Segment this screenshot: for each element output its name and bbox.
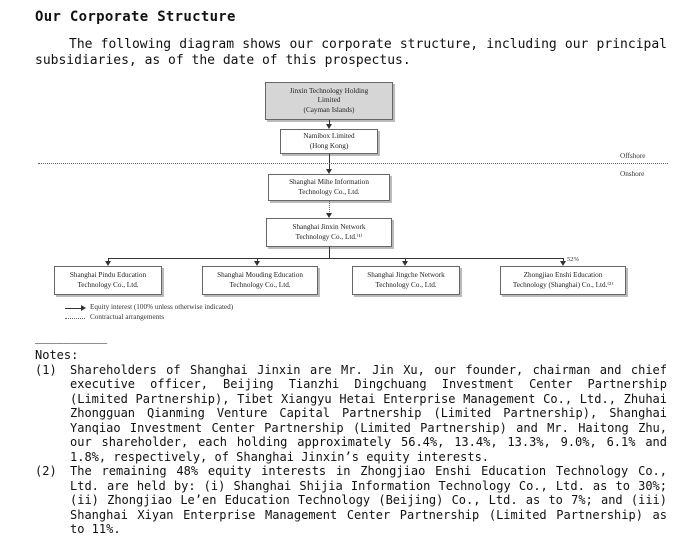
separator: __________ <box>35 330 108 344</box>
legend-contract-text: Contractual arrangements <box>90 313 165 321</box>
box-line: Zhongjiao Enshi Education <box>523 271 603 279</box>
box-line: Technology Co., Ltd. <box>229 280 291 289</box>
arrow-head <box>560 261 566 266</box>
legend-contract-line <box>65 318 85 319</box>
box-line: Shanghai Jinxin Network <box>292 223 366 231</box>
box-namibox: Namibox Limited (Hong Kong) <box>280 129 378 154</box>
offshore-onshore-divider <box>38 163 668 164</box>
offshore-label: Offshore <box>620 152 646 160</box>
connector <box>108 258 564 259</box>
box-line: Shanghai Pindu Education <box>69 271 147 279</box>
contractual-link <box>329 201 330 214</box>
arrow-head <box>105 261 111 266</box>
arrow-head <box>402 261 408 266</box>
connector <box>563 258 564 261</box>
box-pindu: Shanghai Pindu Education Technology Co.,… <box>54 266 162 295</box>
section-heading: Our Corporate Structure <box>35 9 236 25</box>
arrow-head <box>326 213 332 218</box>
note-item: (1) Shareholders of Shanghai Jinxin are … <box>35 363 667 465</box>
box-line: Technology Co., Ltd. <box>298 187 360 196</box>
note-number: (1) <box>35 362 57 377</box>
box-jinxin-holding: Jinxin Technology Holding Limited (Cayma… <box>265 82 393 120</box>
notes-section: Notes: (1) Shareholders of Shanghai Jinx… <box>35 348 667 537</box>
box-line: Technology Co., Ltd.⁽¹⁾ <box>295 232 363 241</box>
box-line: Shanghai Mihe Information <box>289 178 369 186</box>
intro-paragraph: The following diagram shows our corporat… <box>35 37 667 68</box>
connector <box>108 258 109 261</box>
arrow-head <box>254 261 260 266</box>
box-line: Shanghai Jingche Network <box>367 271 445 279</box>
box-line: Technology (Shanghai) Co., Ltd.⁽²⁾ <box>512 280 614 289</box>
box-shanghai-mihe: Shanghai Mihe Information Technology Co.… <box>268 174 390 201</box>
note-item: (2) The remaining 48% equity interests i… <box>35 464 667 537</box>
connector <box>405 258 406 261</box>
arrow-head <box>326 124 332 129</box>
note-text: The remaining 48% equity interests in Zh… <box>70 464 667 536</box>
note-text: Shareholders of Shanghai Jinxin are Mr. … <box>70 362 667 464</box>
connector <box>329 154 330 169</box>
arrow-head <box>81 305 86 311</box>
box-line: Technology Co., Ltd. <box>375 280 437 289</box>
note-number: (2) <box>35 464 57 478</box>
box-jingche: Shanghai Jingche Network Technology Co.,… <box>352 266 460 295</box>
box-line: (Cayman Islands) <box>303 105 355 114</box>
connector <box>257 258 258 261</box>
box-line: Namibox Limited <box>303 132 355 140</box>
connector <box>329 120 330 124</box>
box-mouding: Shanghai Mouding Education Technology Co… <box>202 266 318 295</box>
box-line: Limited <box>317 96 341 105</box>
notes-label: Notes: <box>35 348 79 362</box>
connector <box>329 247 330 258</box>
ownership-percentage: 52% <box>567 256 579 263</box>
box-line: (Hong Kong) <box>309 141 349 150</box>
legend-equity-text: Equity interest (100% unless otherwise i… <box>90 303 234 311</box>
box-line: Shanghai Mouding Education <box>217 271 303 279</box>
box-shanghai-jinxin-network: Shanghai Jinxin Network Technology Co., … <box>266 218 392 247</box>
arrow-head <box>326 169 332 174</box>
box-line: Technology Co., Ltd. <box>77 280 139 289</box>
box-line: Jinxin Technology Holding <box>289 86 369 95</box>
legend-equity-line <box>65 308 83 309</box>
box-zhongjiao-enshi: Zhongjiao Enshi Education Technology (Sh… <box>500 266 626 295</box>
onshore-label: Onshore <box>620 170 645 178</box>
